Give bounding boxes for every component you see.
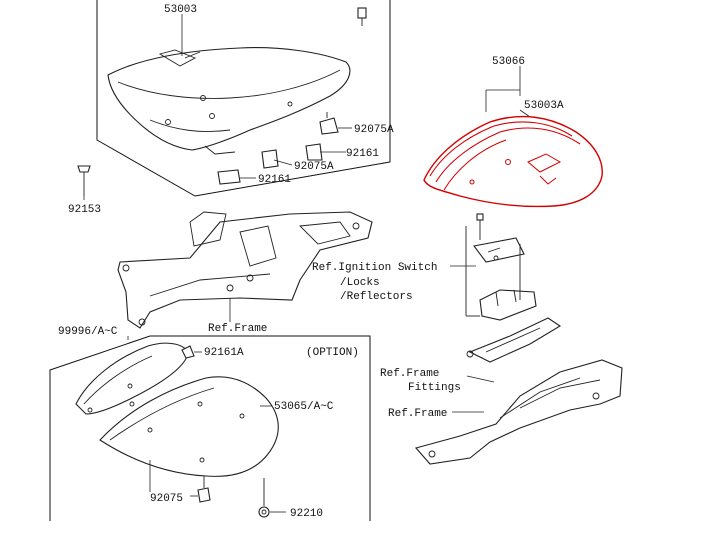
label-53066: 53066 bbox=[492, 56, 525, 68]
clip-92161a bbox=[181, 345, 195, 359]
leaders-main bbox=[83, 14, 352, 322]
option-box bbox=[49, 335, 371, 521]
label-92075a-1: 92075A bbox=[354, 124, 394, 136]
bolt-top bbox=[357, 7, 367, 26]
label-ref-ignition-switch: Ref.Ignition Switch bbox=[312, 262, 437, 274]
nut-92210 bbox=[258, 478, 270, 518]
label-option: (OPTION) bbox=[306, 347, 359, 359]
label-92210: 92210 bbox=[290, 508, 323, 520]
leaders-option bbox=[127, 336, 286, 513]
main-seat bbox=[107, 47, 351, 155]
label-ref-reflectors: /Reflectors bbox=[340, 291, 413, 303]
label-ref-frame-fittings-1: Ref.Frame bbox=[380, 368, 439, 380]
label-53003a: 53003A bbox=[524, 100, 564, 112]
seat-cowl-53065 bbox=[99, 376, 279, 477]
frame-fittings-right bbox=[466, 317, 562, 363]
leaders-53066 bbox=[485, 66, 541, 125]
frame-right bbox=[415, 359, 623, 465]
bracket-92075 bbox=[197, 476, 211, 503]
lock-assembly bbox=[465, 213, 537, 321]
group-outline-main bbox=[96, 0, 391, 197]
label-ref-locks: /Locks bbox=[340, 277, 380, 289]
label-92161a: 92161A bbox=[204, 347, 244, 359]
bracket-92075a-2 bbox=[261, 149, 279, 169]
clip-92161-1 bbox=[305, 143, 323, 161]
bracket-92075a-1 bbox=[319, 112, 339, 135]
leaders-right bbox=[450, 265, 495, 413]
label-99996: 99996/A~C bbox=[58, 326, 118, 338]
label-92075a-2: 92075A bbox=[294, 161, 334, 173]
label-92075: 92075 bbox=[150, 493, 183, 505]
label-ref-frame-fittings-2: Fittings bbox=[408, 382, 461, 394]
label-ref-frame-lower: Ref.Frame bbox=[388, 408, 447, 420]
screw-92153 bbox=[77, 165, 91, 196]
subframe-left bbox=[117, 211, 373, 329]
label-53003: 53003 bbox=[164, 4, 197, 16]
label-92153: 92153 bbox=[68, 204, 101, 216]
seat-cowl-53003a bbox=[423, 115, 603, 208]
label-53065: 53065/A~C bbox=[274, 401, 334, 413]
label-ref-frame-upper: Ref.Frame bbox=[208, 323, 267, 335]
clip-92161-2 bbox=[217, 169, 241, 185]
label-92161-1: 92161 bbox=[346, 148, 379, 160]
label-92161-2: 92161 bbox=[258, 174, 291, 186]
